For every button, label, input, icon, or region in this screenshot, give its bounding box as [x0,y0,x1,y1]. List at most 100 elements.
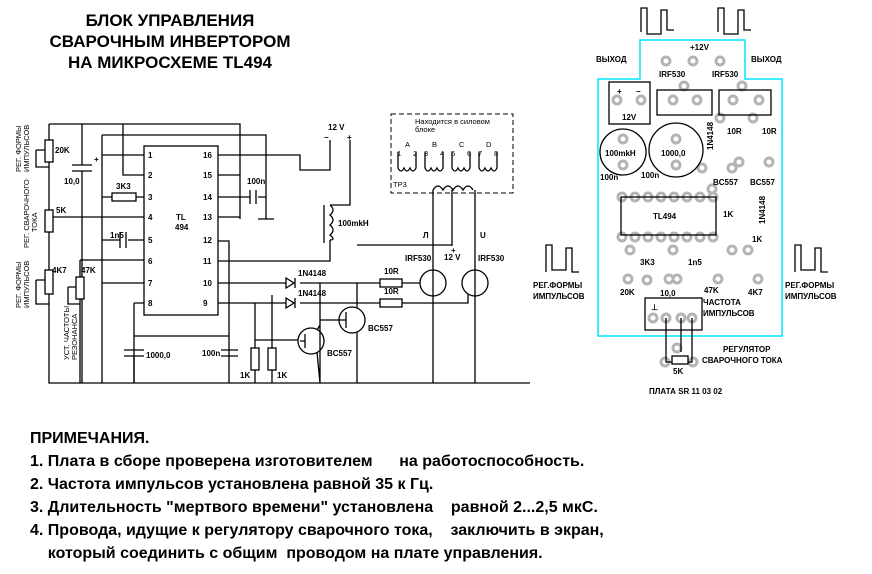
r3k3-label: 3K3 [116,182,131,191]
ic-pin-label: 15 [203,171,212,180]
q1-label: BC557 [327,349,352,358]
power-block-boundary [390,113,514,194]
ic-label: TL [176,213,186,222]
pcb-pad [691,94,703,106]
pcb-pad [642,231,654,243]
notes-heading: ПРИМЕЧАНИЯ. [30,430,150,447]
tl494-ic [143,145,219,316]
note-item: 3. Длительность "мертвого времени" устан… [30,499,598,516]
vlabel: УСТ. ЧАСТОТЫ [62,305,71,360]
pcb-outline [597,39,783,337]
ic-pin-label: 6 [148,257,153,266]
vlabel: ТОКА [30,213,39,232]
pcb-pad [678,80,690,92]
pcb-pad [611,94,623,106]
title-line: НА МИКРОСХЕМЕ TL494 [67,53,273,72]
pcb-label: TL494 [653,212,677,221]
pcb-label: IRF530 [659,70,686,79]
pcb-label: РЕГ.ФОРМЫ [533,281,582,290]
vlabel: РЕГ. ФОРМЫ [14,125,23,172]
pcb-label: ИМПУЛЬСОВ [533,292,585,301]
vlabel: РЕЗОНАНСА [70,314,79,360]
pcb-label: РЕГУЛЯТОР [723,345,771,354]
note-item: 2. Частота импульсов установлена равной … [30,476,434,493]
pcb-label: РЕГ.ФОРМЫ [785,281,834,290]
winding [451,152,471,172]
c1000-label: 1000,0 [146,351,171,360]
pcb-pad [696,162,708,174]
pcb-label: 12V [622,113,637,122]
pcb-label: 1K [752,235,762,244]
pcb-pad [660,55,672,67]
pcb-pad [714,55,726,67]
pcb-pad [617,133,629,145]
winding-label: D [486,140,492,149]
pcb-pad [752,273,764,285]
pcb-pad [670,159,682,171]
pcb-label: ЧАСТОТА [703,298,741,307]
tr-name: ТР3 [393,180,407,189]
pcb-pad [668,231,680,243]
pcb-pad [671,342,683,354]
pcb-label: 1K [723,210,733,219]
winding [478,152,498,172]
c100n-label: 100n [202,349,220,358]
pcb-label: 10R [762,127,777,136]
label: + [617,87,622,96]
pcb-pad [647,312,659,324]
note-item: 4. Провода, идущие к регулятору сварочно… [30,522,604,539]
pcb-pad [694,231,706,243]
pcb-pad [667,94,679,106]
pcb-layout: +12V ВЫХОД ВЫХОД IRF530 IRF530 +− 12V 10… [533,7,837,396]
pulse-label: Л [423,231,429,240]
note-item: который соединить с общим проводом на пл… [30,545,543,562]
pcb-label: 10R [727,127,742,136]
title-line: БЛОК УПРАВЛЕНИЯ [85,11,255,30]
vlabel: ИМПУЛЬСОВ [22,125,31,172]
r10r-label: 10R [384,287,399,296]
ic-pin-label: 12 [203,236,212,245]
d1-label: 1N4148 [298,269,327,278]
ic-pin-label: 10 [203,279,212,288]
tr-note: Находится в силовом [415,117,490,126]
vlabel: РЕГ. СВАРОЧНОГО [22,179,31,248]
ic-pin-label: 3 [148,193,153,202]
pcb-label: 1n5 [688,258,702,267]
r10r-label: 10R [384,267,399,276]
vlabel: РЕГ. ФОРМЫ [14,261,23,308]
polarity-minus: − [324,133,329,142]
polarity-plus: + [347,133,352,142]
v12-label: 12 V [328,123,345,132]
pcb-pad [629,231,641,243]
pcb-label: 20K [620,288,635,297]
pcb-label: СВАРОЧНОГО ТОКА [702,356,783,365]
pcb-pad [624,244,636,256]
pcb-label: ВЫХОД [596,55,627,64]
pcb-pad [635,94,647,106]
pcb-label: 4K7 [748,288,763,297]
r1k-label: 1K [277,371,287,380]
polarity-plus: + [94,155,99,164]
winding-pin: 2 [413,149,417,158]
r4k7-label: 4K7 [52,266,67,275]
winding-pin: 7 [478,149,482,158]
pcb-pad [727,94,739,106]
pcb-label: IRF530 [712,70,739,79]
pcb-pad [736,80,748,92]
ic-pin-label: 2 [148,171,153,180]
ic-pin-label: 1 [148,151,153,160]
pcb-pad [655,231,667,243]
r20k-label: 20K [55,146,70,155]
pcb-pad [687,55,699,67]
pcb-pad [671,273,683,285]
ic-pin-label: 7 [148,279,153,288]
ic-pin-label: 8 [148,299,153,308]
pcb-label: BC557 [750,178,775,187]
v12-label: 12 V [444,253,461,262]
c1n5-label: 1n5 [110,231,124,240]
pcb-pad [726,162,738,174]
ic-pin-label: 13 [203,213,212,222]
pulse-label: U [480,231,486,240]
ic-pin-label: 5 [148,236,153,245]
pcb-label: 100n [600,173,618,182]
